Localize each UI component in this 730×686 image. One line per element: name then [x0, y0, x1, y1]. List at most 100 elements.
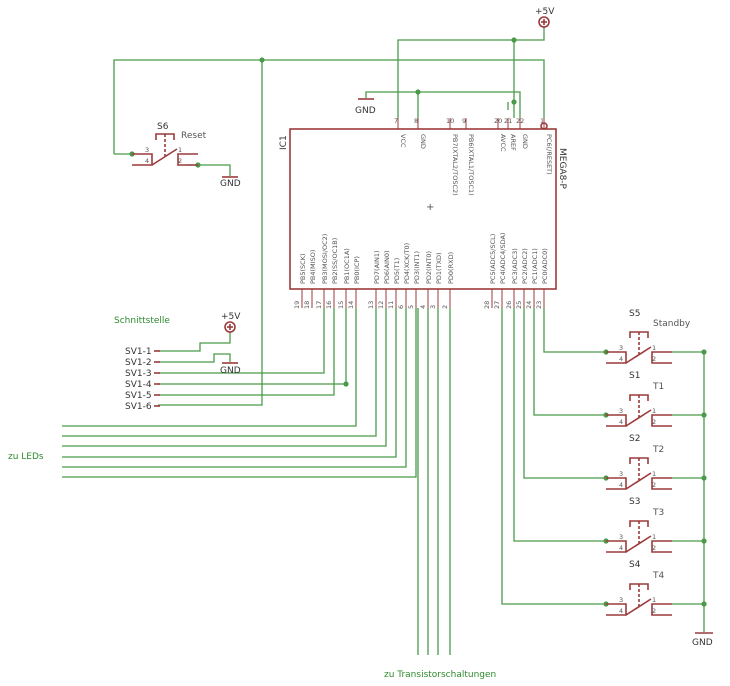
- ic-body: [289, 128, 557, 290]
- wire-led-1: [62, 308, 357, 427]
- ic-pin-name: PB2(SS/OC1B): [331, 238, 339, 284]
- switch-contact-right: [651, 540, 672, 553]
- switch-pin-number: 1: [652, 407, 656, 415]
- switch-value: T4: [652, 571, 664, 581]
- gnd-label: GND: [220, 179, 241, 189]
- transistors-label: zu Transistorschaltungen: [384, 670, 496, 680]
- wire-led-5: [62, 308, 407, 468]
- ic-pin-name: PB6(XTAL1/TOSC1): [467, 134, 475, 196]
- ic-pin-number: 17: [315, 301, 323, 309]
- switch-pin-number: 1: [178, 146, 182, 154]
- wire-sv1-5: [158, 308, 335, 396]
- ic-pin-name: PC6(/RESET): [545, 134, 553, 175]
- junction-dot: [701, 412, 707, 418]
- junction-dot: [701, 601, 707, 607]
- ic-pin-name: PD6(AIN0): [383, 251, 391, 285]
- leds-label: zu LEDs: [8, 452, 44, 462]
- ic-pin-name: PD2(INT0): [425, 251, 433, 284]
- wire-s6-gnd: [186, 164, 231, 176]
- ic-pin-number: 1: [540, 117, 544, 125]
- ic-pin-number: 21: [504, 117, 512, 125]
- ic-pin-number: 14: [347, 301, 355, 309]
- switch-lever: [625, 598, 652, 616]
- wire-s1: [533, 308, 606, 416]
- wire-s4: [501, 308, 606, 605]
- gnd-symbol-switches: GND: [692, 632, 713, 648]
- connector-pin-label: SV1-5: [125, 391, 152, 401]
- wire-sv1-3: [158, 308, 325, 374]
- ic-pin-name: GND: [521, 134, 529, 149]
- ic-bottom-pins: 19PB5(SCK)18PB4(MISO)17PB3(MOSI/OC2)16PB…: [293, 233, 549, 309]
- gnd-symbol-interface: GND: [220, 362, 241, 376]
- switch-value: T3: [652, 508, 664, 518]
- wire-led-6: [62, 308, 417, 478]
- ic-pin-number: 28: [483, 301, 491, 309]
- switch-pin-number: 2: [652, 544, 656, 552]
- ic-pin-number: 10: [446, 117, 454, 125]
- ic-mega8: IC1 MEGA8-P + 7VCC8GND10PB7(XTAL2/TOSC2)…: [279, 117, 567, 309]
- switch-contact-left: [606, 351, 627, 364]
- switch-pin-number: 4: [619, 607, 623, 615]
- switch-pin-number: 2: [652, 607, 656, 615]
- switch-contact-left: [606, 477, 627, 490]
- switch-contact-right: [651, 603, 672, 616]
- switch-ref: S5: [629, 309, 640, 319]
- wire-s3: [513, 308, 606, 542]
- switch-contact-right: [177, 153, 198, 166]
- switch-pin-number: 2: [652, 418, 656, 426]
- ic-pin-number: 26: [505, 301, 513, 309]
- switch-contact-right: [651, 351, 672, 364]
- ic-pin-name: PC4(ADC4/SDA): [499, 233, 507, 284]
- ic-pin-number: 24: [525, 301, 533, 309]
- connector-pin-label: SV1-4: [125, 380, 152, 390]
- ic-pin-number: 23: [535, 301, 543, 309]
- vcc-symbol-icon: [224, 321, 236, 333]
- ic-pin-number: 5: [407, 305, 415, 309]
- wires: [62, 27, 705, 655]
- switch-pin-number: 1: [652, 533, 656, 541]
- ic-pin-name: AVCC: [499, 134, 507, 152]
- switch-ref: S3: [629, 497, 640, 507]
- switch-value: T2: [652, 445, 664, 455]
- switch-pin-number: 3: [619, 533, 623, 541]
- switch-contact-left: [132, 153, 153, 166]
- wire-sv1-1: [158, 332, 231, 352]
- ic-pin-number: 22: [516, 117, 524, 125]
- switch-pin-number: 4: [145, 157, 149, 165]
- ic-pin-number: 12: [377, 301, 385, 309]
- ic-pin-name: PB1(OC1A): [343, 248, 351, 284]
- switch-value: Reset: [181, 131, 207, 141]
- ic-pin-number: 13: [367, 301, 375, 309]
- junction-dot: [343, 381, 349, 387]
- switch-pin-number: 4: [619, 544, 623, 552]
- switch-pin-number: 2: [178, 157, 182, 165]
- vcc-symbol-interface: +5V: [221, 312, 241, 333]
- ic-pin-name: GND: [419, 134, 427, 149]
- ic-pin-name: PD3(INT1): [413, 251, 421, 284]
- ic-pin-number: 4: [419, 305, 427, 309]
- vcc-symbol-top: +5V: [535, 7, 555, 28]
- wire-reset-net: [113, 59, 545, 154]
- ic-pin-name: PD4(XCK/T0): [403, 243, 411, 284]
- switch-pin-number: 3: [619, 407, 623, 415]
- wire-led-2: [62, 308, 377, 437]
- wire-led-4: [62, 308, 397, 458]
- junction-dot: [701, 538, 707, 544]
- switch-contact-right: [651, 414, 672, 427]
- wire-s5: [543, 308, 606, 353]
- wire-sv1-2: [158, 353, 231, 363]
- connector-pin-label: SV1-1: [125, 347, 152, 357]
- junction-dot: [511, 37, 517, 43]
- junction-dot: [259, 57, 265, 63]
- junction-dot: [701, 475, 707, 481]
- ic-pin-number: 27: [493, 301, 501, 309]
- switch-pin-number: 3: [619, 344, 623, 352]
- switch-lever: [625, 346, 652, 364]
- switch-pin-number: 4: [619, 418, 623, 426]
- vcc-label: +5V: [221, 312, 241, 322]
